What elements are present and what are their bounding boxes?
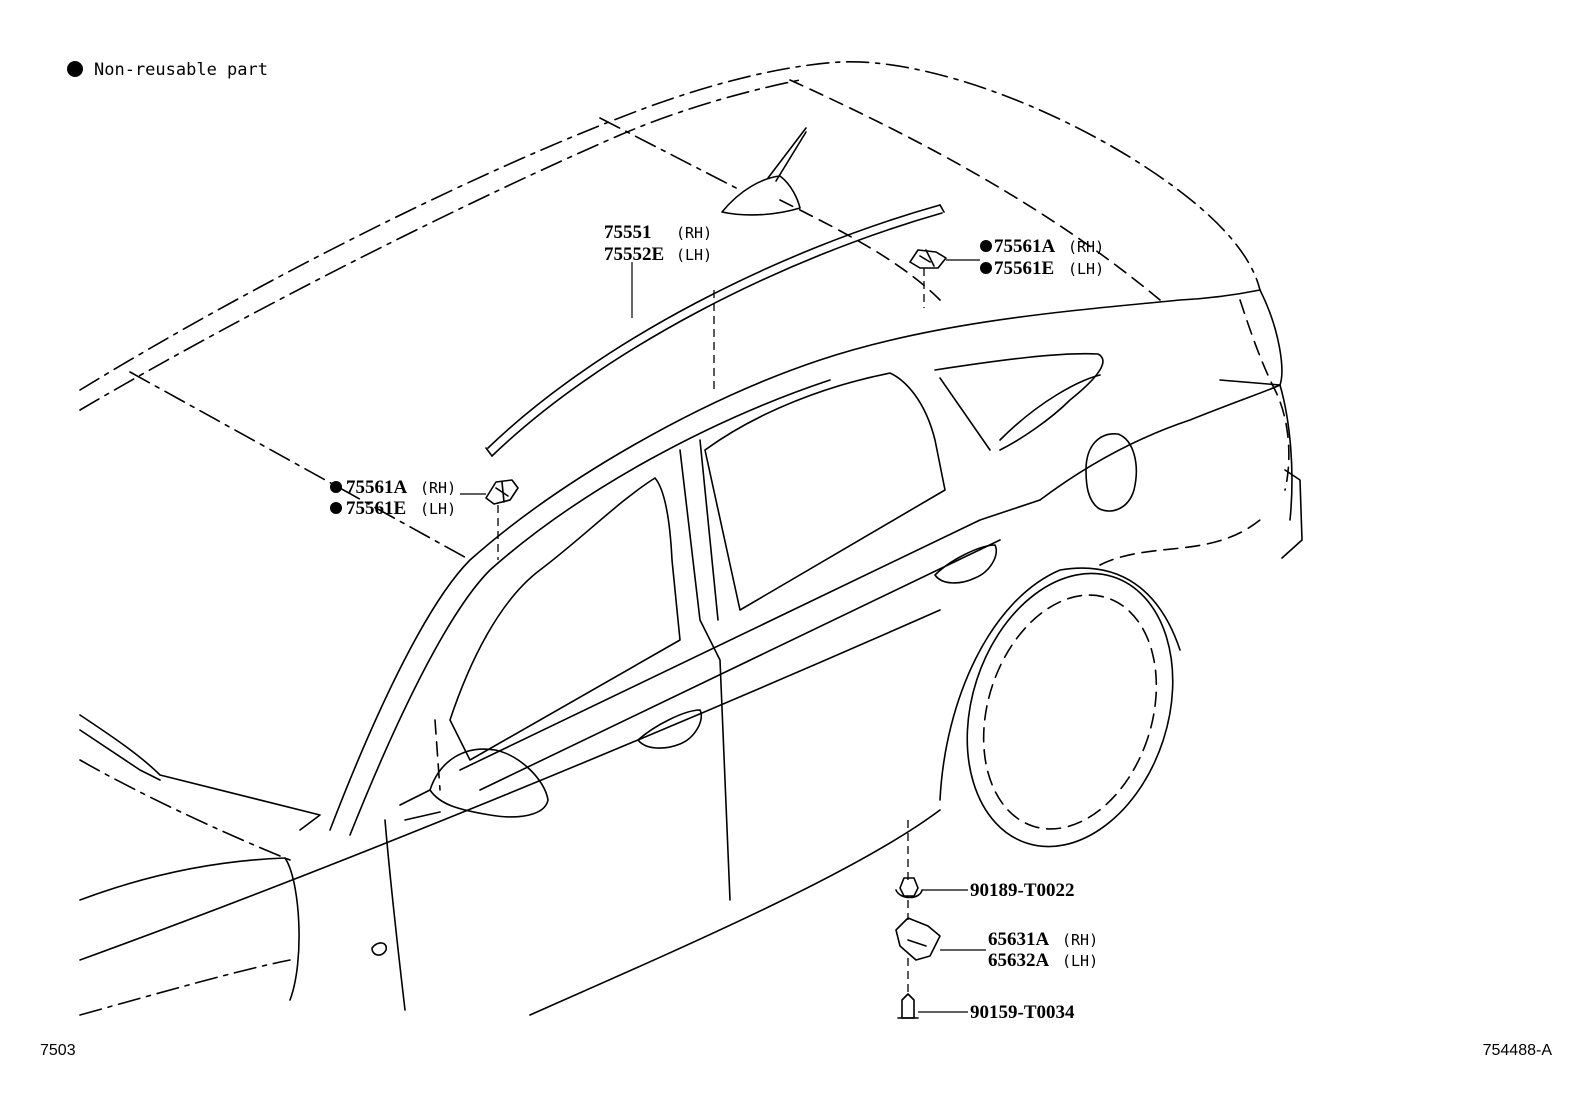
clip-left-lh-number: 75561E	[346, 498, 406, 519]
non-reusable-marker-icon	[980, 262, 992, 274]
bracket-icon	[895, 917, 986, 961]
nut-part-number: 90189-T0022	[970, 880, 1075, 901]
molding-rh-number: 75551	[604, 222, 652, 243]
non-reusable-marker-icon	[330, 502, 342, 514]
rear-wheel	[939, 519, 1261, 848]
figure-code: 754488-A	[1483, 1042, 1553, 1059]
clip-left-lh-suffix: (LH)	[420, 500, 456, 518]
clip-upper-icon	[909, 249, 980, 269]
group-code: 7503	[40, 1042, 76, 1059]
clip-upper-rh-suffix: (RH)	[1068, 238, 1104, 256]
side-mirror	[399, 748, 549, 821]
non-reusable-marker-icon	[330, 481, 342, 493]
clip-left-rh-suffix: (RH)	[420, 479, 456, 497]
clip-upper-lh-suffix: (LH)	[1068, 260, 1104, 278]
non-reusable-marker-icon	[67, 61, 83, 77]
roof-molding	[485, 204, 945, 457]
molding-lh-suffix: (LH)	[676, 246, 712, 264]
hood-and-front	[79, 714, 441, 1016]
leader-lines	[497, 268, 925, 995]
screw-icon	[897, 993, 968, 1019]
shark-fin-antenna	[721, 127, 807, 216]
bracket-rh-number: 65631A	[988, 929, 1050, 950]
legend-text: Non-reusable part	[94, 60, 268, 80]
bracket-lh-suffix: (LH)	[1062, 952, 1098, 970]
molding-rh-suffix: (RH)	[676, 224, 712, 242]
bracket-lh-number: 65632A	[988, 950, 1050, 971]
screw-part-number: 90159-T0034	[970, 1002, 1075, 1023]
clip-upper-lh-number: 75561E	[994, 258, 1054, 279]
clip-upper-rh-number: 75561A	[994, 236, 1056, 257]
roof-outline	[79, 61, 1261, 561]
molding-lh-number: 75552E	[604, 244, 664, 265]
bracket-rh-suffix: (RH)	[1062, 931, 1098, 949]
body-side	[79, 289, 1303, 1016]
clip-left-rh-number: 75561A	[346, 477, 408, 498]
clip-left-icon	[460, 479, 519, 505]
non-reusable-marker-icon	[980, 240, 992, 252]
nut-icon	[895, 877, 968, 899]
